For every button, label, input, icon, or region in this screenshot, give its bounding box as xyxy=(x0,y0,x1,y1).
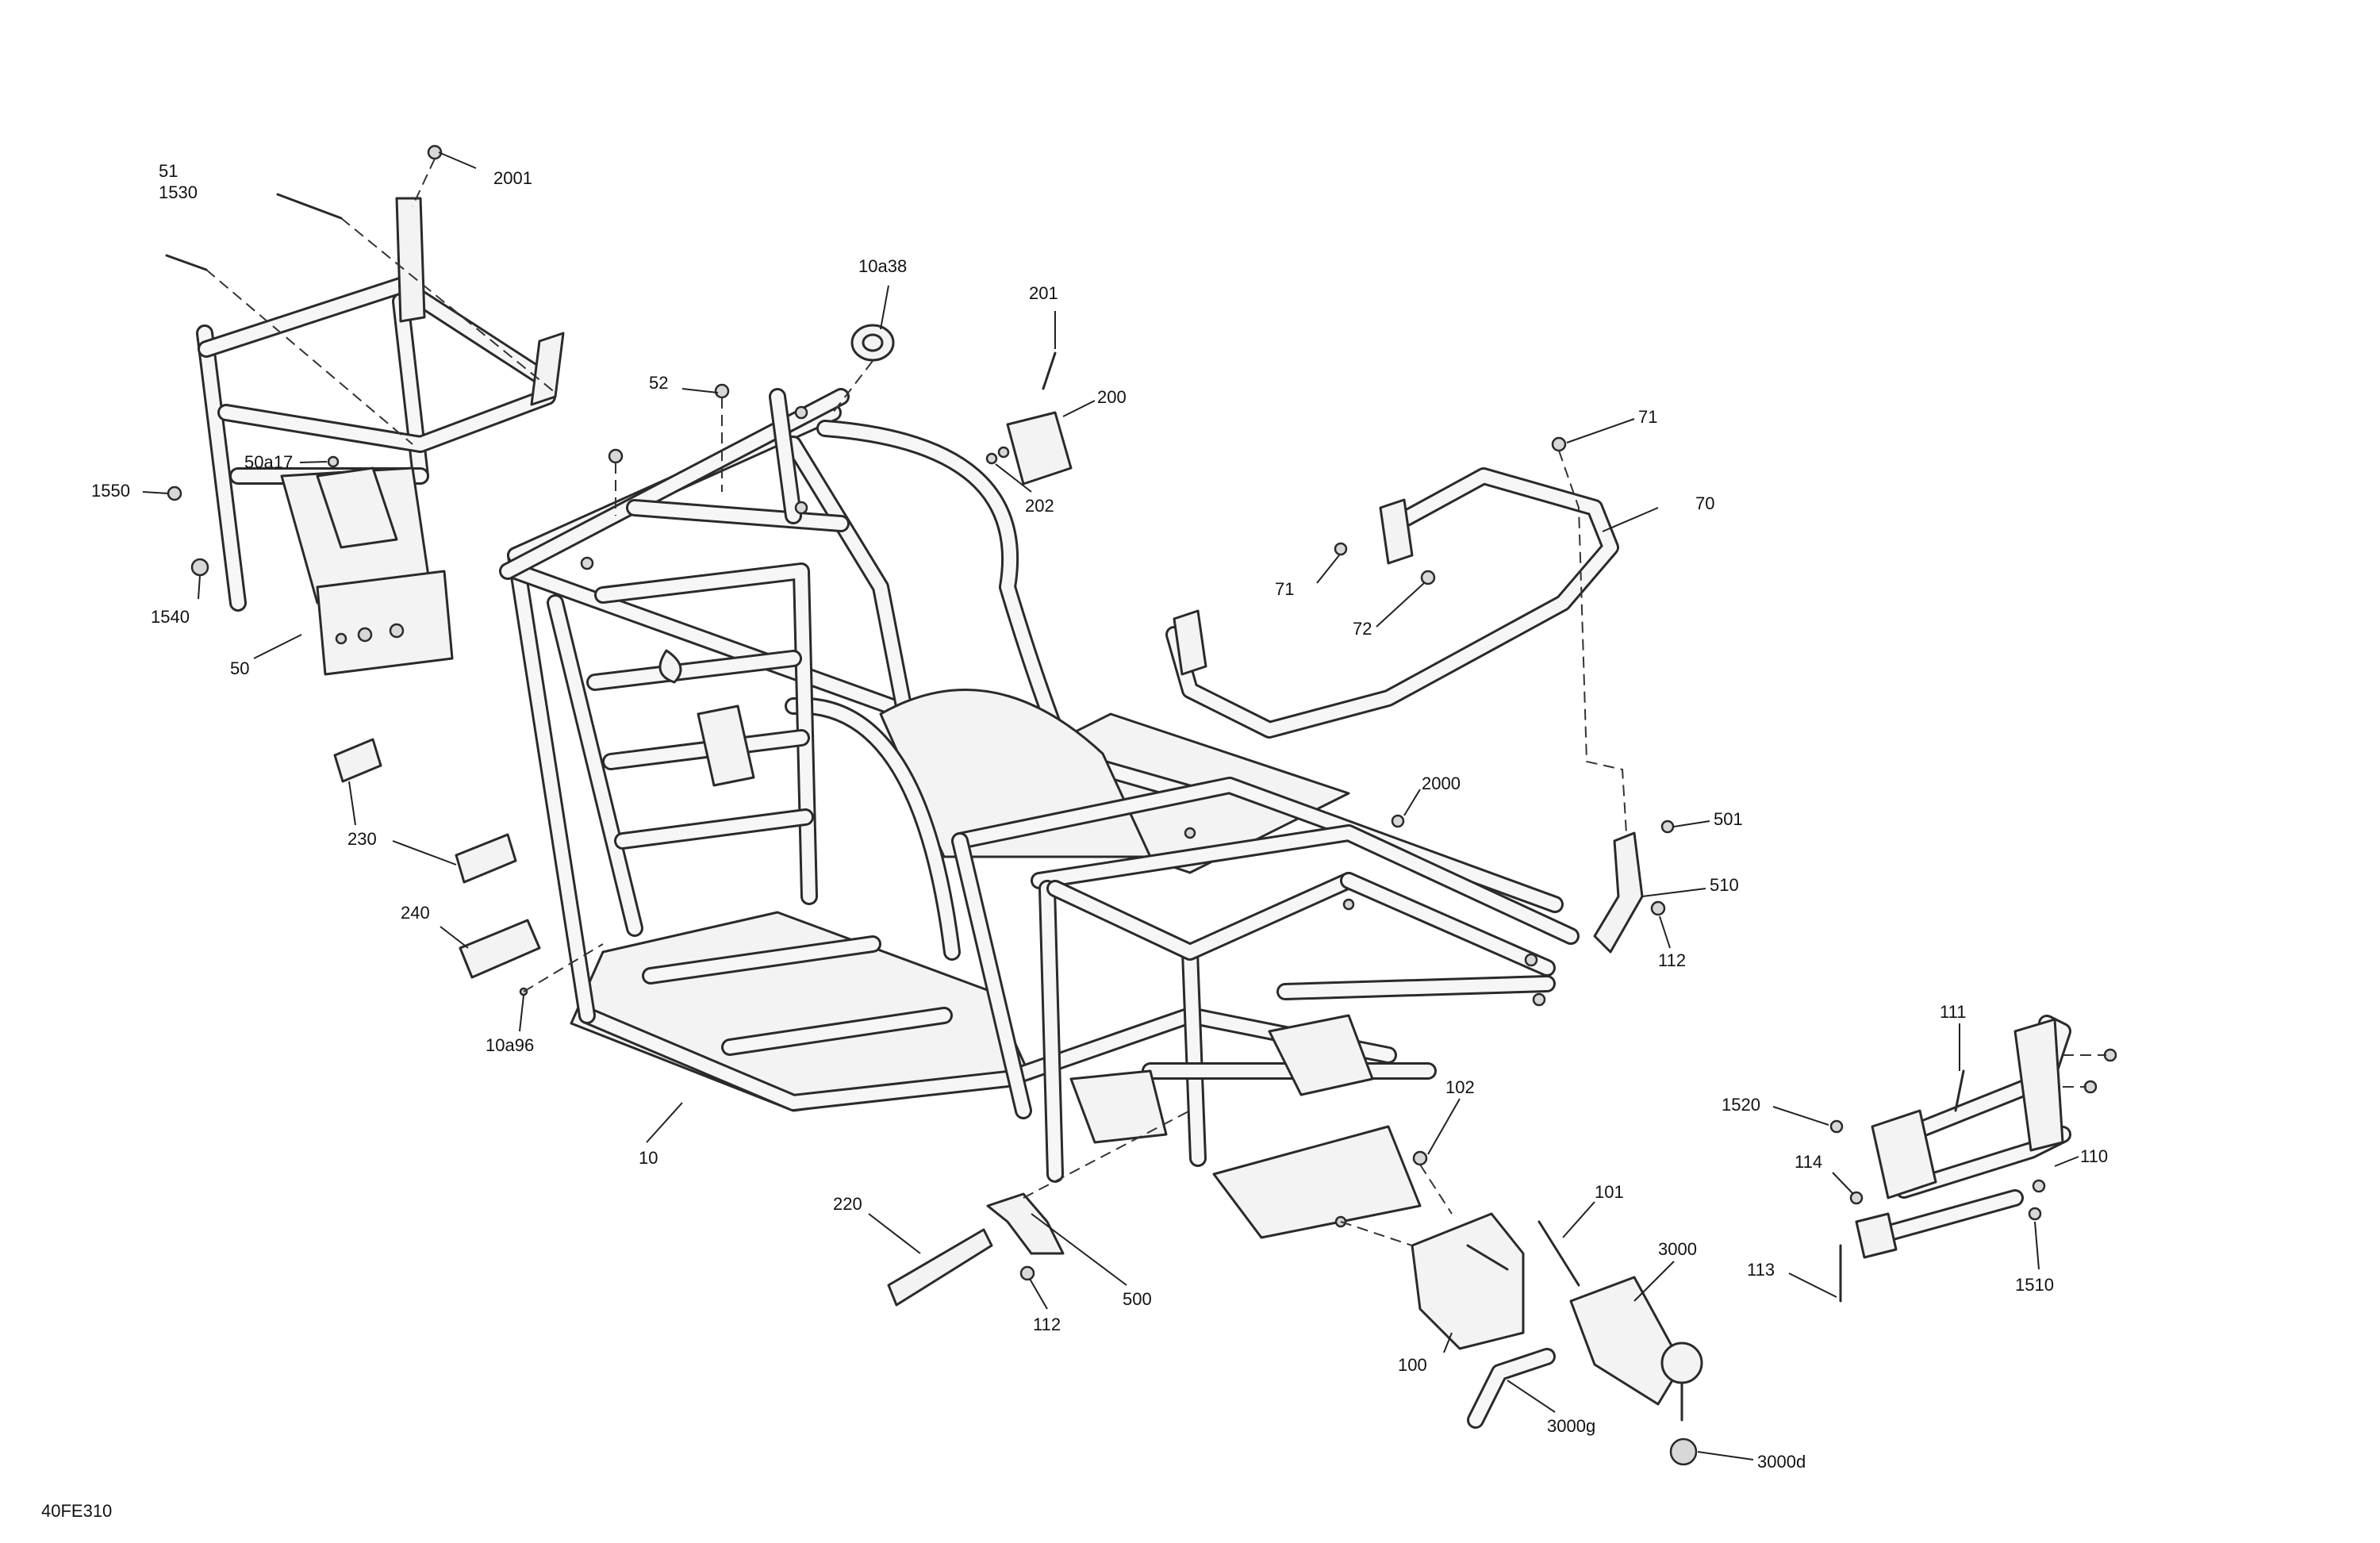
callout-102: 102 xyxy=(1445,1077,1475,1097)
part-50-front-support xyxy=(196,197,565,676)
part-110-rear-bumper xyxy=(1829,1015,2117,1303)
callout-100: 100 xyxy=(1398,1355,1427,1375)
nut-111b xyxy=(2083,1080,2098,1094)
nut-114 xyxy=(1849,1191,1864,1205)
part-200-bracket xyxy=(985,351,1073,486)
nut-112a xyxy=(1650,900,1666,916)
callout-1510: 1510 xyxy=(2015,1275,2054,1295)
callout-71-top: 71 xyxy=(1638,407,1657,427)
nut-1540 xyxy=(190,558,209,577)
hardware-52-nuts xyxy=(608,383,730,516)
part-3000-hitch xyxy=(1467,1276,1703,1466)
part-10a38-grommet xyxy=(832,324,895,413)
part-220-plate xyxy=(887,1228,993,1307)
nut-1510 xyxy=(2028,1207,2042,1221)
callout-10a38: 10a38 xyxy=(858,256,907,276)
part-10-main-frame xyxy=(499,388,1580,1239)
callout-70: 70 xyxy=(1695,493,1714,513)
callout-51: 51 xyxy=(159,161,178,181)
bolt-51 xyxy=(276,193,343,220)
callout-labels: 51 1530 2001 10a38 201 200 202 52 50a17 … xyxy=(91,161,2108,1472)
callout-10a96: 10a96 xyxy=(486,1035,534,1055)
hardware-50-group xyxy=(165,144,556,577)
callout-3000: 3000 xyxy=(1658,1239,1697,1259)
callout-240: 240 xyxy=(401,903,430,923)
callout-113: 113 xyxy=(1747,1260,1775,1280)
part-240-pad xyxy=(459,919,604,996)
bolt-1530 xyxy=(165,254,208,271)
callout-202: 202 xyxy=(1025,496,1054,516)
nut-3000d xyxy=(1669,1437,1698,1466)
callout-2000: 2000 xyxy=(1422,773,1461,793)
part-70-rear-rack xyxy=(1165,436,1627,834)
callout-1520: 1520 xyxy=(1722,1095,1760,1115)
drawing-code: 40FE310 xyxy=(41,1501,112,1521)
callout-101: 101 xyxy=(1595,1182,1624,1202)
fastener-2000 xyxy=(1391,814,1405,828)
nut-202 xyxy=(985,452,998,465)
fastener-50a17 xyxy=(327,455,340,468)
callout-111: 111 xyxy=(1940,1002,1966,1022)
callout-50: 50 xyxy=(230,658,249,678)
callout-112-bottom: 112 xyxy=(1033,1315,1061,1334)
nut-111a xyxy=(2103,1048,2117,1062)
callout-114: 114 xyxy=(1795,1152,1822,1172)
nut-102 xyxy=(1412,1150,1428,1166)
callout-220: 220 xyxy=(833,1194,862,1214)
bolt-111 xyxy=(1954,1069,1965,1112)
part-230-pads xyxy=(333,738,517,884)
callout-201: 201 xyxy=(1029,283,1058,303)
callout-71-left: 71 xyxy=(1275,579,1294,599)
bolt-101 xyxy=(1537,1220,1580,1287)
leader-lines xyxy=(142,152,2079,1460)
bolt-201 xyxy=(1042,351,1057,390)
part-510-bracket xyxy=(1593,819,1675,954)
nut-1520 xyxy=(1829,1119,1844,1134)
bolt-71a xyxy=(1551,436,1567,452)
bolt-1550 xyxy=(167,486,182,501)
callout-3000g: 3000g xyxy=(1547,1416,1595,1436)
nut-110 xyxy=(2032,1179,2046,1193)
callout-72: 72 xyxy=(1353,619,1372,639)
callout-112-right: 112 xyxy=(1658,950,1686,970)
nut-112b xyxy=(1019,1265,1035,1281)
callout-1540: 1540 xyxy=(151,607,190,627)
callout-510: 510 xyxy=(1710,875,1739,895)
callout-500: 500 xyxy=(1123,1289,1152,1309)
callout-10: 10 xyxy=(639,1148,658,1168)
part-100-hitch-bracket xyxy=(1334,1150,1580,1350)
callout-50a17: 50a17 xyxy=(244,452,293,472)
callout-2001: 2001 xyxy=(493,168,532,188)
callout-110: 110 xyxy=(2080,1146,2108,1166)
bolt-71b xyxy=(1334,542,1348,556)
nut-501 xyxy=(1660,819,1675,834)
callout-52: 52 xyxy=(649,373,668,393)
callout-3000d: 3000d xyxy=(1757,1452,1806,1472)
callout-200: 200 xyxy=(1097,387,1127,407)
callout-1530: 1530 xyxy=(159,182,198,202)
part-500-bracket xyxy=(986,1110,1191,1281)
callout-1550: 1550 xyxy=(91,481,130,501)
nut-72 xyxy=(1420,570,1436,585)
callout-230: 230 xyxy=(347,829,377,849)
callout-501: 501 xyxy=(1714,809,1743,829)
